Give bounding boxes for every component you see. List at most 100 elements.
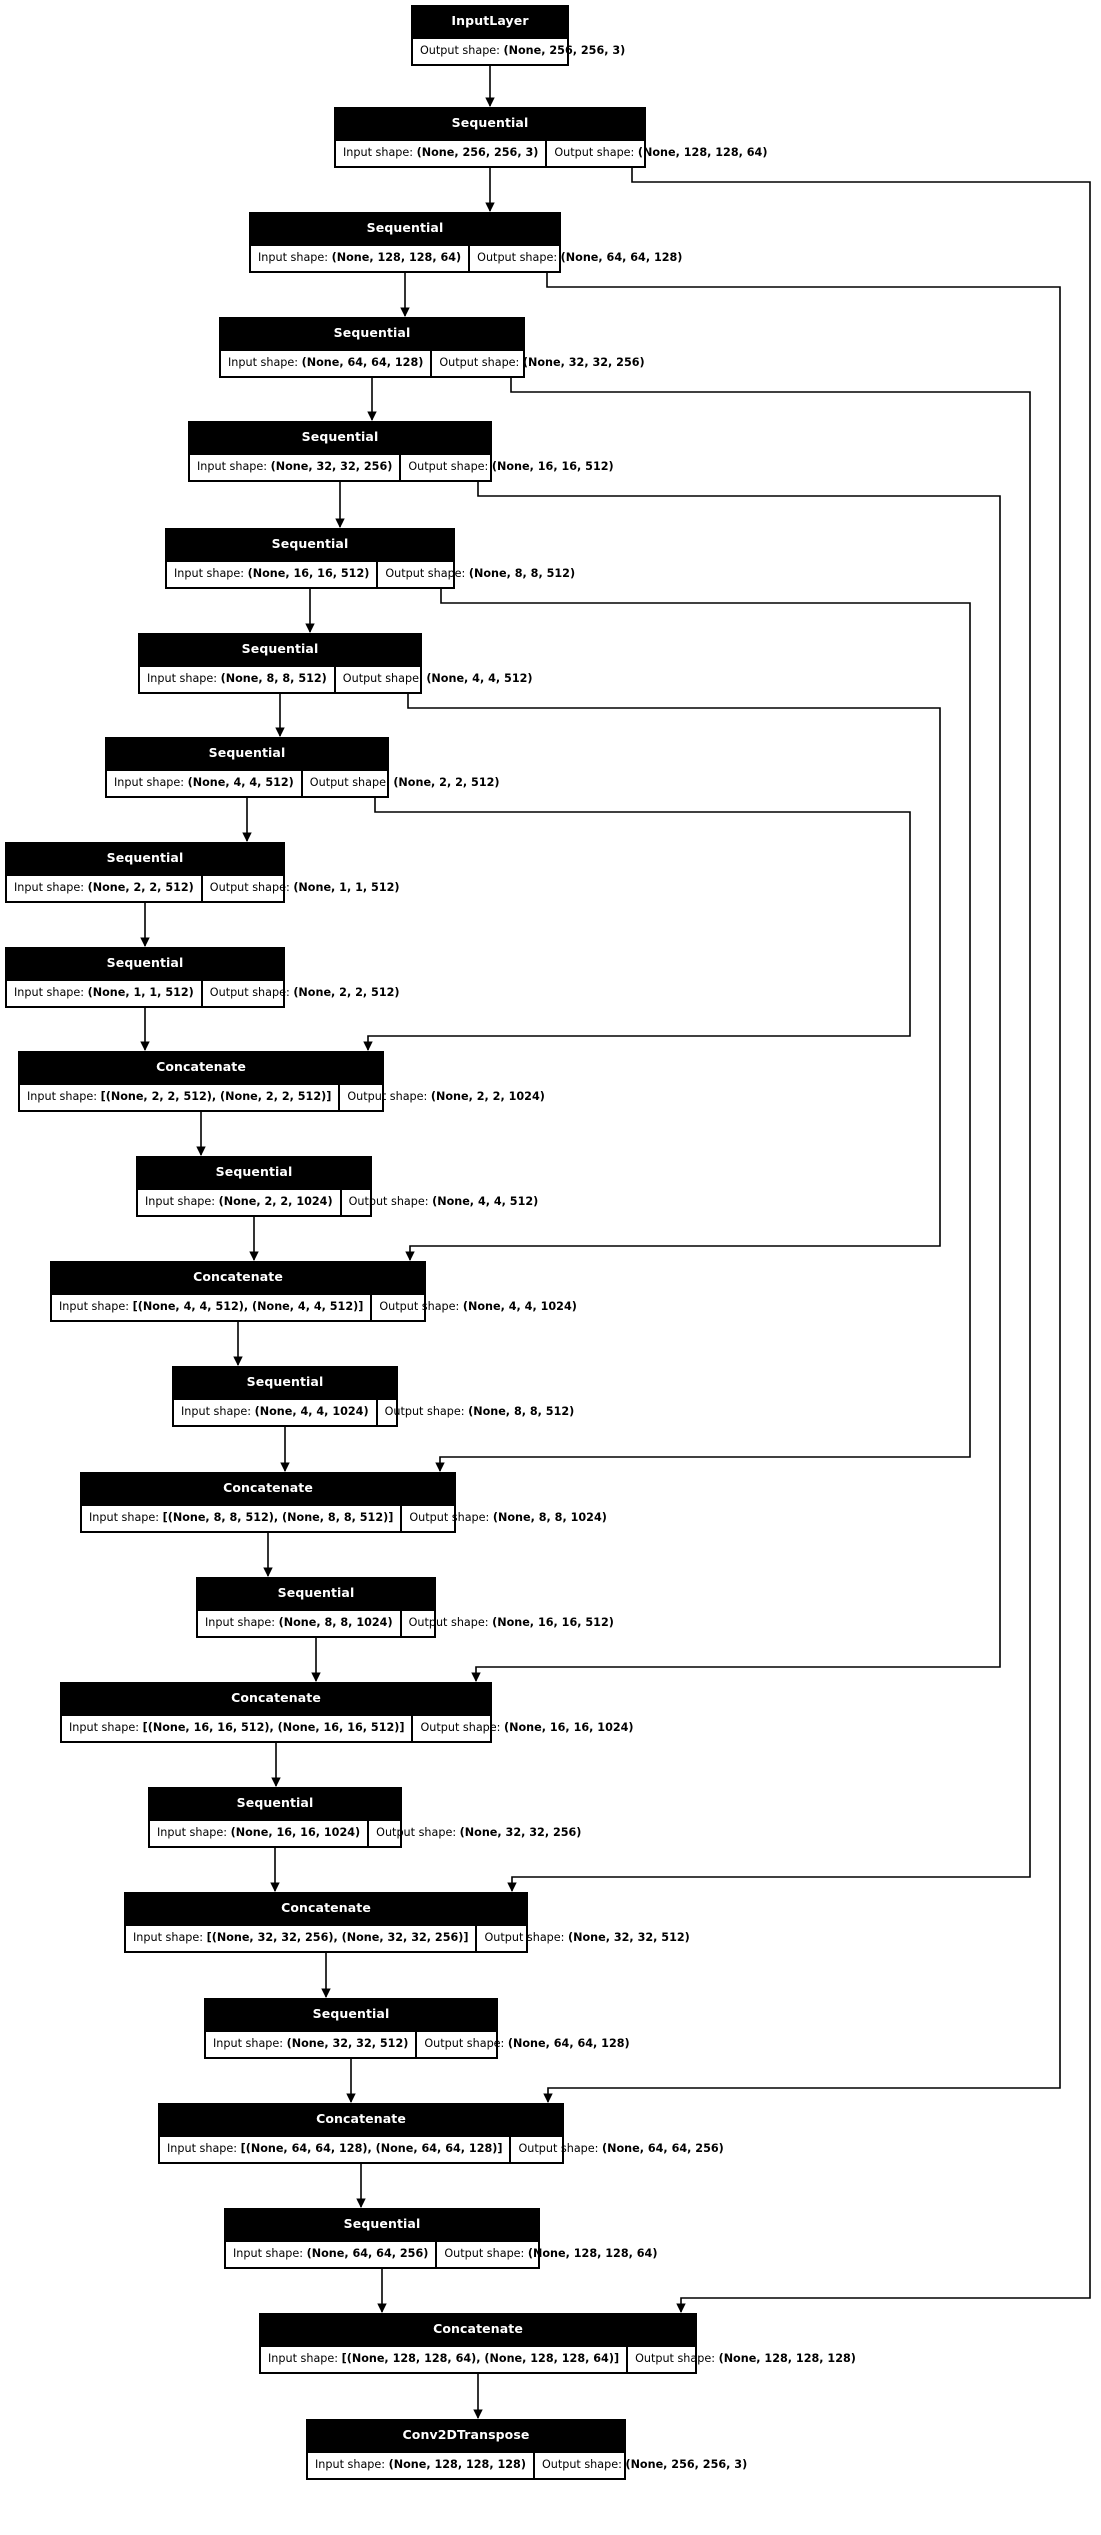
output-shape-value: (None, 2, 2, 512)	[393, 775, 500, 789]
input-shape-value: (None, 32, 32, 256)	[270, 459, 393, 473]
input-shape-cell: Input shape: (None, 32, 32, 256)	[190, 454, 402, 480]
output-shape-value: (None, 2, 2, 1024)	[430, 1089, 545, 1103]
output-shape-cell: Output shape: (None, 1, 1, 512)	[203, 876, 407, 901]
input-shape-cell: Input shape: [(None, 2, 2, 512), (None, …	[20, 1084, 341, 1110]
node-shape-row: Input shape: [(None, 16, 16, 512), (None…	[62, 1713, 634, 1741]
input-shape-value: (None, 8, 8, 512)	[220, 671, 327, 685]
node-title: Concatenate	[82, 1474, 454, 1504]
output-shape-cell: Output shape: (None, 4, 4, 1024)	[372, 1295, 583, 1320]
output-shape-label: Output shape:	[376, 1825, 457, 1839]
input-shape-value: (None, 32, 32, 512)	[286, 2036, 409, 2050]
output-shape-label: Output shape:	[541, 2457, 622, 2471]
output-shape-cell: Output shape: (None, 2, 2, 512)	[303, 771, 507, 796]
input-shape-cell: Input shape: (None, 128, 128, 64)	[251, 245, 471, 271]
edge-skip	[543, 273, 1061, 2103]
node-shape-row: Input shape: (None, 4, 4, 512)Output sha…	[107, 768, 500, 796]
node-shape-row: Input shape: [(None, 2, 2, 512), (None, …	[20, 1082, 545, 1110]
output-shape-value: (None, 1, 1, 512)	[293, 880, 400, 894]
output-shape-value: (None, 32, 32, 512)	[568, 1930, 690, 1944]
node-title: Concatenate	[62, 1684, 490, 1714]
node-shape-row: Input shape: (None, 32, 32, 512)Output s…	[206, 2029, 630, 2057]
input-shape-label: Input shape:	[89, 1510, 163, 1524]
output-shape-cell: Output shape: (None, 128, 128, 64)	[547, 141, 774, 166]
input-shape-label: Input shape:	[157, 1825, 231, 1839]
node-title: InputLayer	[413, 7, 567, 37]
output-shape-cell: Output shape: (None, 4, 4, 512)	[342, 1190, 546, 1215]
output-shape-label: Output shape:	[385, 566, 466, 580]
input-shape-label: Input shape:	[147, 671, 221, 685]
node-title: Sequential	[7, 844, 283, 874]
input-shape-cell: Input shape: (None, 16, 16, 1024)	[150, 1820, 370, 1846]
input-shape-label: Input shape:	[343, 145, 417, 159]
input-shape-label: Input shape:	[315, 2457, 389, 2471]
output-shape-label: Output shape:	[484, 1930, 565, 1944]
input-shape-label: Input shape:	[133, 1930, 207, 1944]
input-shape-label: Input shape:	[258, 250, 332, 264]
output-shape-cell: Output shape: (None, 256, 256, 3)	[413, 39, 632, 64]
input-shape-value: [(None, 4, 4, 512), (None, 4, 4, 512)]	[132, 1299, 364, 1313]
input-shape-value: (None, 256, 256, 3)	[416, 145, 539, 159]
input-shape-value: (None, 2, 2, 512)	[87, 880, 194, 894]
output-shape-cell: Output shape: (None, 128, 128, 64)	[437, 2242, 664, 2267]
node-shape-row: Input shape: (None, 1, 1, 512)Output sha…	[7, 978, 400, 1006]
output-shape-label: Output shape:	[420, 1720, 501, 1734]
input-shape-value: [(None, 16, 16, 512), (None, 16, 16, 512…	[142, 1720, 405, 1734]
input-shape-label: Input shape:	[205, 1615, 279, 1629]
input-shape-value: (None, 2, 2, 1024)	[218, 1194, 333, 1208]
node-shape-row: Input shape: (None, 4, 4, 1024)Output sh…	[174, 1397, 574, 1425]
output-shape-value: (None, 8, 8, 512)	[468, 566, 576, 580]
input-shape-value: (None, 64, 64, 128)	[301, 355, 424, 369]
input-shape-cell: Input shape: [(None, 64, 64, 128), (None…	[160, 2136, 512, 2162]
input-shape-label: Input shape:	[14, 880, 88, 894]
input-shape-label: Input shape:	[145, 1194, 219, 1208]
input-shape-cell: Input shape: (None, 64, 64, 128)	[221, 350, 433, 376]
input-shape-cell: Input shape: (None, 8, 8, 512)	[140, 666, 336, 692]
node-title: Sequential	[251, 214, 559, 244]
output-shape-label: Output shape:	[444, 2246, 525, 2260]
output-shape-value: (None, 256, 256, 3)	[503, 43, 626, 57]
output-shape-value: (None, 16, 16, 512)	[492, 1615, 614, 1629]
output-shape-value: (None, 64, 64, 128)	[560, 250, 683, 264]
output-shape-label: Output shape:	[209, 880, 290, 894]
node-shape-row: Input shape: (None, 2, 2, 1024)Output sh…	[138, 1187, 538, 1215]
output-shape-value: (None, 4, 4, 1024)	[462, 1299, 577, 1313]
output-shape-cell: Output shape: (None, 8, 8, 512)	[378, 1400, 582, 1425]
output-shape-cell: Output shape: (None, 16, 16, 512)	[402, 1611, 621, 1636]
output-shape-label: Output shape:	[554, 145, 635, 159]
node-title: Sequential	[174, 1368, 396, 1398]
output-shape-label: Output shape:	[477, 250, 558, 264]
output-shape-label: Output shape:	[518, 2141, 599, 2155]
output-shape-value: (None, 128, 128, 64)	[527, 2246, 658, 2260]
input-shape-label: Input shape:	[197, 459, 271, 473]
input-shape-cell: Input shape: (None, 128, 128, 128)	[308, 2452, 535, 2478]
input-shape-value: (None, 16, 16, 1024)	[230, 1825, 361, 1839]
input-shape-label: Input shape:	[69, 1720, 143, 1734]
output-shape-label: Output shape:	[420, 43, 500, 57]
output-shape-value: (None, 128, 128, 64)	[637, 145, 768, 159]
output-shape-value: (None, 32, 32, 256)	[522, 355, 645, 369]
